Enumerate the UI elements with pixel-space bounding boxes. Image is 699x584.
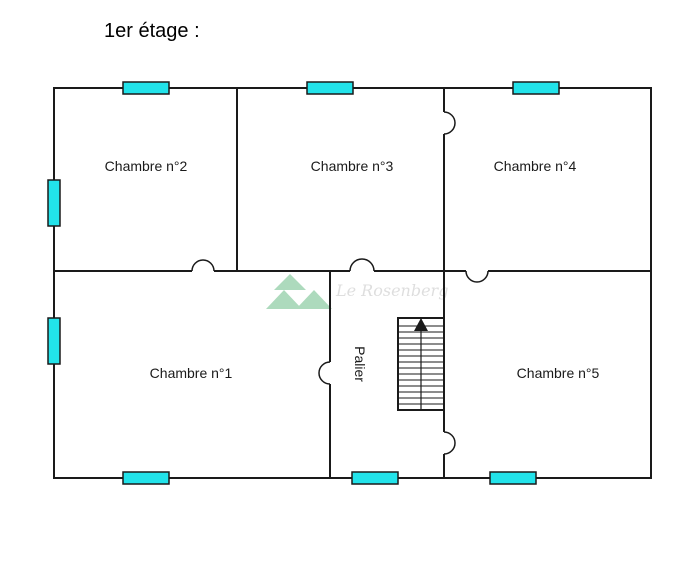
room-label-chambre-1: Chambre n°1 [150,365,233,381]
stair-direction-arrow [414,318,428,331]
door-chambre-5-bottom [443,431,456,455]
window-top-chambre-4 [512,81,560,95]
door-chambre-5-top [465,270,489,283]
window-left-chambre-1 [47,317,61,365]
watermark-triangle-right [296,290,332,309]
floor-title: 1er étage : [104,20,200,42]
windows [47,81,560,485]
door-chambre-4 [443,111,456,135]
doors [191,111,489,455]
room-label-chambre-5: Chambre n°5 [517,365,600,381]
watermark-triangle-left [266,290,302,309]
room-label-palier: Palier [352,346,368,382]
door-chambre-1 [318,361,331,385]
window-bottom-chambre-5 [489,471,537,485]
window-bottom-chambre-1 [122,471,170,485]
staircase [397,317,445,411]
watermark-text: Le Rosenberg [335,281,448,300]
door-chambre-2 [191,259,215,272]
room-label-chambre-3: Chambre n°3 [311,158,394,174]
window-top-chambre-3 [306,81,354,95]
window-top-chambre-2 [122,81,170,95]
room-label-chambre-2: Chambre n°2 [105,158,188,174]
room-label-chambre-4: Chambre n°4 [494,158,577,174]
watermark-triangle-top [274,274,306,290]
window-bottom-palier [351,471,399,485]
watermark-logo: Le Rosenberg [266,274,448,309]
door-chambre-3 [349,258,375,272]
window-left-chambre-2 [47,179,61,227]
